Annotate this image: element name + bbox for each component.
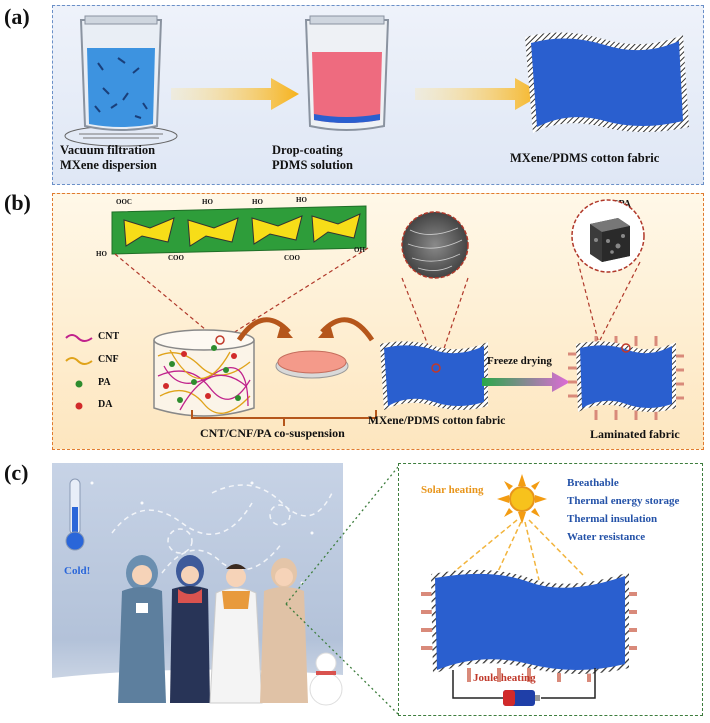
- panel-a-letter: (a): [4, 4, 30, 29]
- label-mxene-pdms-fabric-b: MXene/PDMS cotton fabric: [368, 415, 506, 427]
- legend-cnf-icon: [65, 357, 93, 365]
- thermometer-icon: [65, 478, 85, 551]
- panel-b-letter: (b): [4, 190, 31, 215]
- arrow-right-icon: [415, 78, 543, 110]
- chem-label: OOC: [116, 198, 132, 206]
- laminated-fabric-icon: [421, 569, 637, 682]
- legend-cnt: CNT: [98, 331, 120, 342]
- label-mxene-dispersion: MXene dispersion: [60, 158, 157, 172]
- chem-label: HO: [202, 198, 213, 206]
- label-joule-heating: Joule heating: [473, 672, 536, 684]
- ccpa-cube-icon: [571, 199, 645, 273]
- legend-da-icon: [75, 402, 83, 410]
- property-thermal-energy-storage: Thermal energy storage: [567, 495, 680, 507]
- chem-label: COO: [284, 254, 300, 262]
- legend-pa: PA: [98, 377, 111, 388]
- petri-dish-icon: [275, 350, 349, 379]
- property-water-resistance: Water resistance: [567, 531, 646, 543]
- curved-arrow-icon: [318, 317, 375, 342]
- chem-label: HO: [296, 196, 307, 204]
- mxene-pdms-fabric-icon: [380, 341, 488, 410]
- property-breathable: Breathable: [567, 477, 619, 489]
- chem-label: HO: [252, 198, 263, 206]
- chem-label: OH: [354, 246, 365, 254]
- sun-icon: [497, 474, 547, 524]
- bracket: [191, 410, 377, 426]
- label-co-suspension: CNT/CNF/PA co-suspension: [200, 426, 345, 440]
- mxene-pdms-fabric-icon: [525, 32, 689, 133]
- arrow-right-icon: [171, 78, 299, 110]
- people-icon: [118, 555, 343, 706]
- label-vacuum-filtration: Vacuum filtration: [60, 143, 156, 157]
- legend-cnt-icon: [65, 334, 93, 342]
- panel-c-letter: (c): [4, 460, 29, 485]
- gradient-arrow-icon: [482, 372, 570, 392]
- label-pdms-solution: PDMS solution: [272, 158, 353, 172]
- suspension-cylinder-icon: [153, 329, 255, 417]
- chem-label: HO: [96, 250, 107, 258]
- label-solar-heating: Solar heating: [421, 484, 484, 496]
- beaker-mxene-icon: [64, 15, 178, 147]
- cnf-molecule-icon: [111, 205, 367, 255]
- sem-image-icon: [401, 211, 469, 279]
- panel-a: [52, 5, 704, 185]
- chem-label: COO: [168, 254, 184, 262]
- beaker-pdms-icon: [304, 15, 390, 131]
- sun-rays: [448, 519, 585, 581]
- label-laminated-fabric: Laminated fabric: [590, 427, 680, 441]
- label-drop-coating: Drop-coating: [272, 143, 343, 157]
- label-freeze-drying: Freeze drying: [487, 355, 552, 367]
- laminated-fabric-icon: [568, 336, 684, 420]
- property-thermal-insulation: Thermal insulation: [567, 513, 658, 525]
- winter-illustration: Cold!: [52, 463, 343, 716]
- curved-arrow-icon: [236, 317, 293, 342]
- battery-icon: [503, 690, 540, 706]
- panel-c-detail: Solar heating Joule heating Breathable T…: [398, 463, 703, 716]
- legend-da: DA: [98, 399, 113, 410]
- label-mxene-pdms-fabric-a: MXene/PDMS cotton fabric: [510, 151, 660, 165]
- label-cold: Cold!: [64, 565, 91, 577]
- legend-cnf: CNF: [98, 354, 119, 365]
- circuit-wire: [452, 668, 596, 699]
- legend-pa-icon: [75, 380, 83, 388]
